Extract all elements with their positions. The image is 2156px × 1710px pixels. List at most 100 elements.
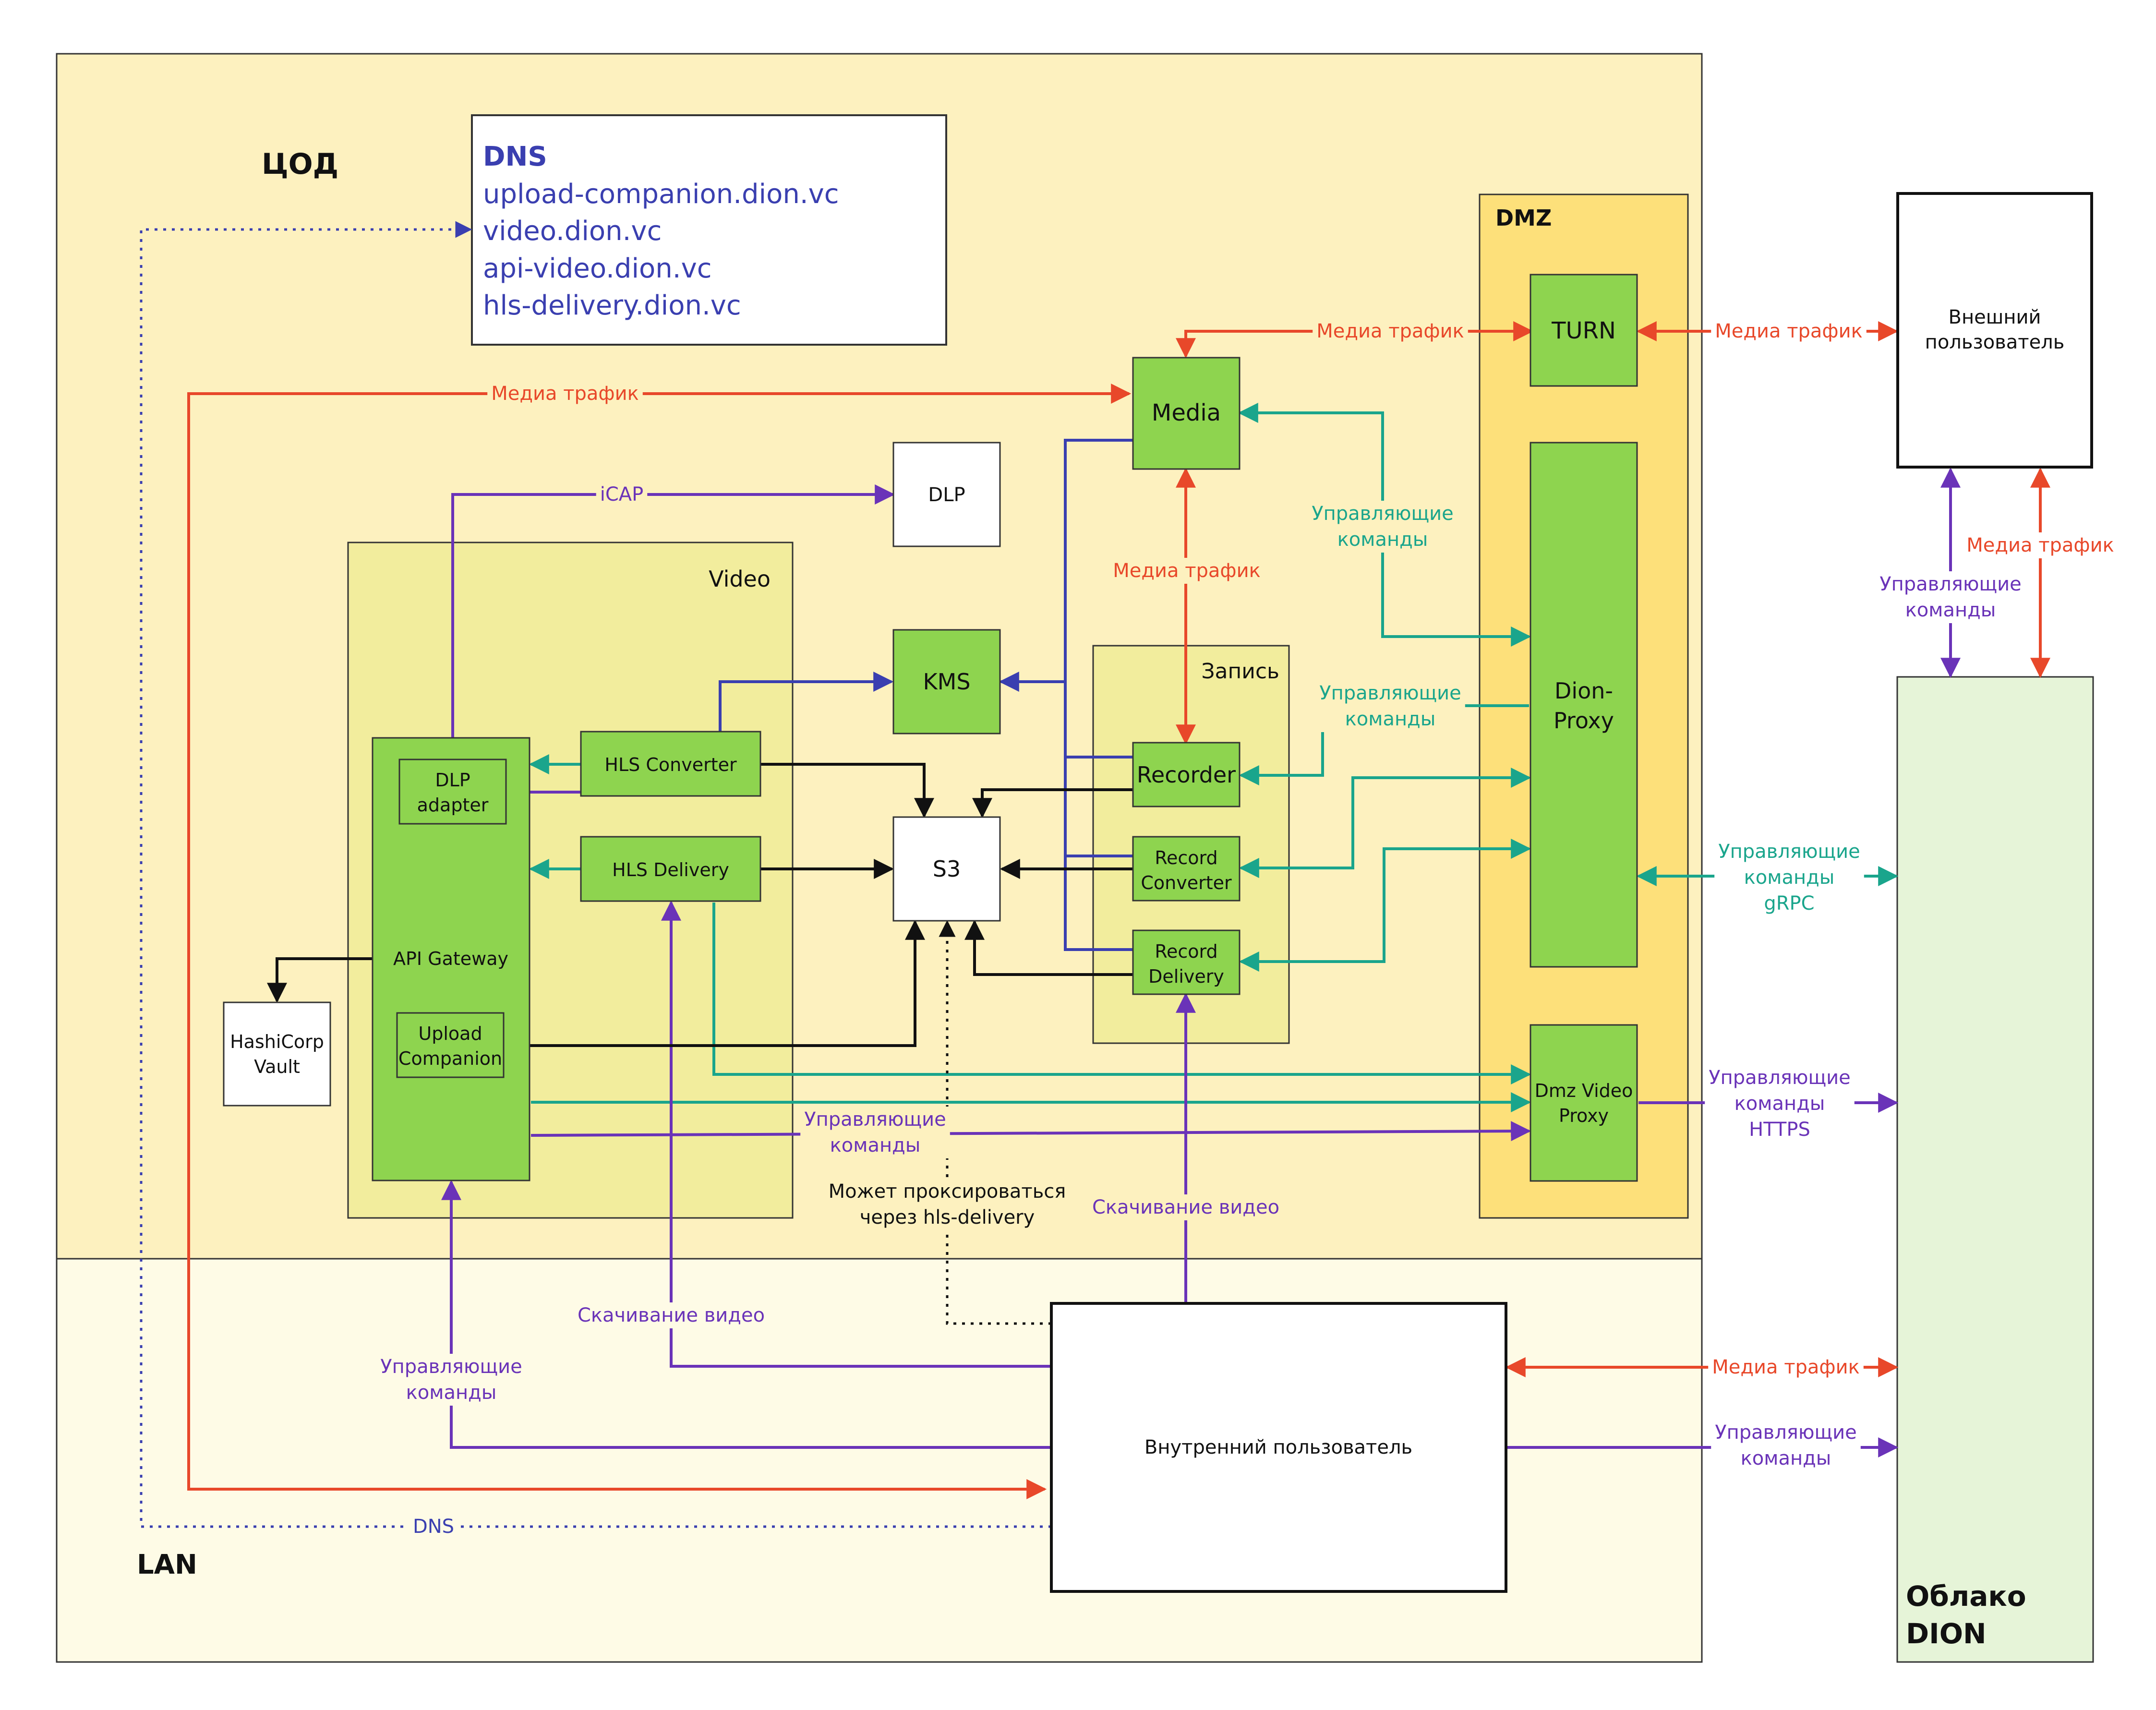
dlp-node[interactable] xyxy=(892,442,1001,547)
edge-label-background xyxy=(1705,1065,1855,1143)
dmz-zone-label: DMZ xyxy=(1495,205,1552,231)
edge-label-background xyxy=(409,1514,458,1540)
control-record-delivery xyxy=(1239,839,1531,972)
api-gateway-vault xyxy=(267,957,373,1003)
control-hls-delivery-proxy xyxy=(712,903,1531,1084)
lan-zone-label: LAN xyxy=(137,1549,197,1580)
media-traffic-label: Медиа трафик xyxy=(1715,320,1863,342)
media-traffic-label: Медиа трафик xyxy=(491,383,639,405)
edge-label-background xyxy=(1876,571,2025,623)
edge-label-background xyxy=(1109,558,1265,584)
external-user-node[interactable] xyxy=(1896,192,2093,469)
dns-hostname: hls-delivery.dion.vc xyxy=(483,290,741,321)
edge-label-background xyxy=(1308,501,1457,553)
kms-node[interactable] xyxy=(892,629,1001,735)
edge-label-background xyxy=(1714,839,1864,916)
storage-record-delivery xyxy=(964,919,1133,976)
record-converter-node[interactable] xyxy=(1132,836,1241,902)
dion-proxy-label: Dion-Proxy xyxy=(1554,678,1614,734)
cloud-zone xyxy=(1896,676,2094,1663)
s3-node[interactable] xyxy=(892,816,1001,922)
hls-converter-label: HLS Converter xyxy=(604,754,737,775)
storage-upload-companion xyxy=(504,919,925,1047)
edge-label-background xyxy=(596,482,648,507)
download-video-hls xyxy=(661,900,1051,1368)
storage-hls-converter xyxy=(759,763,934,819)
edge-label-background xyxy=(1711,318,1867,344)
edge-label-background xyxy=(1313,318,1468,344)
vault-node[interactable] xyxy=(223,1001,331,1107)
kms-link-record-delivery xyxy=(1064,682,1133,951)
hls-delivery-label: HLS Delivery xyxy=(612,859,729,880)
s3-node-label: S3 xyxy=(933,856,961,882)
kms-link-media xyxy=(999,439,1133,692)
edge-labels: Медиа трафик Медиа трафик Медиа трафик М… xyxy=(376,318,2118,1540)
icap-link xyxy=(451,484,895,759)
media-node-label: Media xyxy=(1152,399,1221,426)
s3-proxy-link xyxy=(939,920,1051,1325)
edge-label-background xyxy=(1708,1354,1864,1380)
edge-label-background xyxy=(1711,1420,1861,1471)
edge-label-background xyxy=(376,1354,526,1406)
turn-node-label: TURN xyxy=(1551,317,1616,344)
edge-label-background xyxy=(1315,680,1465,732)
api-gateway-label: API Gateway xyxy=(393,948,508,969)
dns-hostname: api-video.dion.vc xyxy=(483,253,712,284)
dmz-video-proxy-node[interactable] xyxy=(1530,1024,1638,1182)
control-gateway-dmz xyxy=(530,1121,1531,1142)
kms-link-hls-converter xyxy=(719,672,894,732)
record-delivery-node[interactable] xyxy=(1132,929,1241,995)
edge-label-background xyxy=(1963,532,2118,558)
edge-label-background xyxy=(800,1107,950,1158)
media-traffic-label: Медиа трафик xyxy=(1113,560,1261,582)
dlp-node-label: DLP xyxy=(928,484,965,506)
control-internal-gateway xyxy=(441,1180,1051,1449)
media-traffic-internal-media xyxy=(187,384,1132,1499)
dns-label: DNS xyxy=(413,1516,454,1538)
edge-label-background xyxy=(824,1179,1070,1230)
record-zone-label: Запись xyxy=(1201,659,1279,684)
edge-label-background xyxy=(1088,1194,1284,1220)
dns-hostname: upload-companion.dion.vc xyxy=(483,179,839,210)
dlp-adapter-node[interactable] xyxy=(398,759,507,825)
dns-record-box xyxy=(471,114,947,346)
upload-companion-node[interactable] xyxy=(396,1012,505,1078)
media-node[interactable] xyxy=(1132,357,1241,470)
media-traffic-label: Медиа трафик xyxy=(1966,534,2114,556)
recorder-node[interactable] xyxy=(1132,742,1241,807)
internal-user-label: Внутренний пользователь xyxy=(1144,1436,1412,1458)
media-traffic-label: Медиа трафик xyxy=(1316,320,1464,342)
storage-recorder xyxy=(972,788,1133,819)
edge-label-background xyxy=(573,1302,769,1328)
hls-converter-node[interactable] xyxy=(580,731,761,797)
hls-delivery-node[interactable] xyxy=(580,836,761,902)
video-zone-label: Video xyxy=(709,566,771,592)
edge-label-background xyxy=(487,381,643,407)
internal-user-node[interactable] xyxy=(1050,1302,1507,1593)
download-video-label: Скачивание видео xyxy=(578,1304,765,1326)
turn-node[interactable] xyxy=(1530,274,1638,387)
icap-label: iCAP xyxy=(600,483,644,506)
kms-node-label: KMS xyxy=(923,669,970,695)
download-video-label: Скачивание видео xyxy=(1092,1196,1279,1218)
recorder-node-label: Recorder xyxy=(1137,762,1236,788)
dion-proxy-node[interactable] xyxy=(1530,442,1638,968)
dns-box-title: DNS xyxy=(483,141,547,172)
